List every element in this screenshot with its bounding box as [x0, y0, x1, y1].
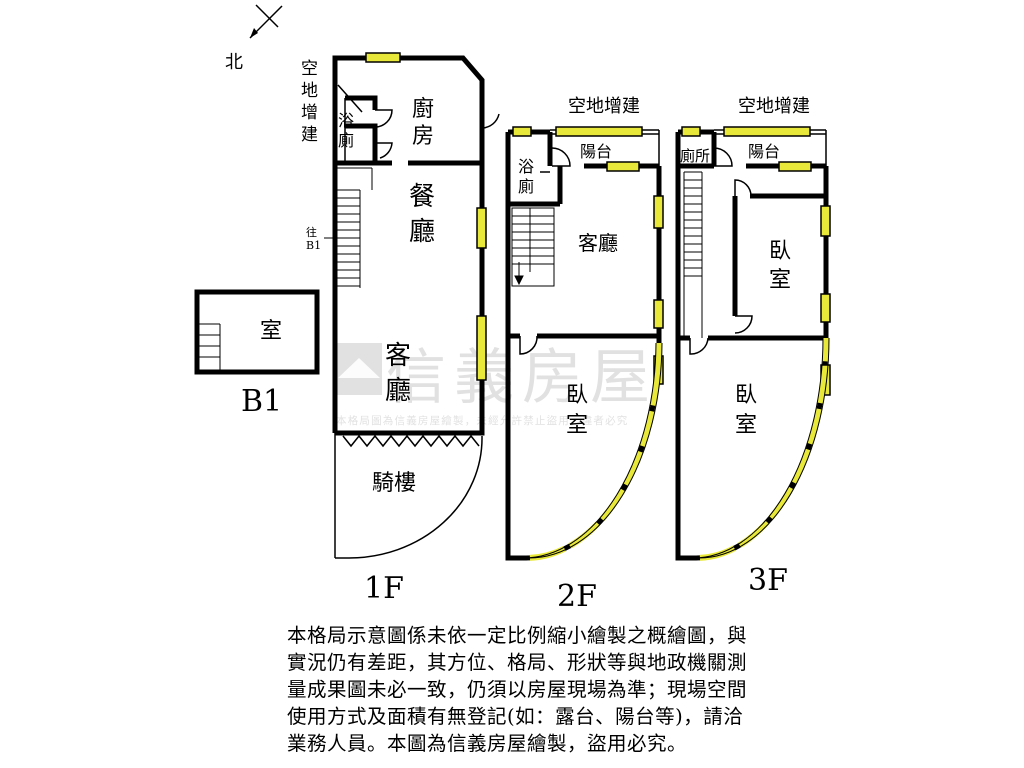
f1-to-b1-char-1: 往 [306, 225, 317, 239]
f3-bedroom-upper-char-1: 臥 [769, 239, 791, 264]
disclaimer-line: 使用方式及面積有無登記(如：露台、陽台等)，請洽 [287, 705, 744, 728]
f2-bedroom-char-1: 臥 [566, 383, 588, 408]
f1-to-b1-char-2: B1 [306, 239, 321, 252]
f3-toilet-label: 廁所 [680, 147, 710, 165]
f1-floor [324, 52, 500, 559]
f3-floor [675, 126, 831, 561]
f2-living-label: 客廳 [578, 231, 618, 255]
watermark-brand: 信義房屋 [386, 343, 658, 413]
f1-dining-char-2: 廳 [409, 217, 435, 247]
f3-bedroom-lower-char-2: 室 [735, 413, 757, 438]
f2-floor [505, 126, 664, 561]
disclaimer-text: 本格局示意圖係未依一定比例縮小繪製之概繪圖，與 實況仍有差距，其方位、格局、形狀… [287, 622, 827, 757]
f2-bath-char-2: 廁 [518, 177, 534, 196]
f1-bath-char-2: 廁 [338, 131, 354, 150]
f1-kitchen-char-2: 房 [412, 124, 434, 149]
b1-caption: B1 [241, 384, 282, 419]
watermark-logo-icon [336, 343, 382, 395]
north-label: 北 [225, 52, 243, 73]
f1-living-char-1: 客 [385, 341, 411, 371]
f3-bedroom-lower-char-1: 臥 [735, 383, 757, 408]
f2-bedroom-char-2: 室 [566, 413, 588, 438]
f3-bedroom-upper-char-2: 室 [769, 268, 791, 293]
f1-vacant-extension-char-4: 建 [301, 125, 318, 145]
disclaimer-line: 量成果圖未必一致，仍須以房屋現場為準；現場空間 [287, 678, 748, 701]
north-compass-icon [249, 4, 283, 39]
f3-vacant-extension-label: 空地增建 [738, 96, 810, 117]
f2-vacant-extension-label: 空地增建 [568, 96, 640, 117]
b1-stairs [199, 323, 221, 370]
f2-balcony-label: 陽台 [580, 142, 612, 161]
f1-arcade-label: 騎樓 [372, 471, 416, 496]
f1-living-char-2: 廳 [385, 376, 411, 406]
b1-floor [194, 289, 320, 375]
disclaimer-line: 實況仍有差距，其方位、格局、形狀等與地政機關測 [287, 651, 748, 674]
b1-room-label: 室 [260, 319, 282, 344]
f1-vacant-extension-char-3: 增 [301, 103, 318, 123]
f1-vacant-extension-char-1: 空 [301, 59, 318, 79]
f1-kitchen-char-1: 廚 [412, 97, 434, 122]
f3-caption: 3F [748, 563, 788, 598]
f2-caption: 2F [557, 579, 597, 614]
f1-caption: 1F [364, 571, 404, 606]
f3-balcony-label: 陽台 [748, 142, 780, 161]
f1-dining-char-1: 餐 [409, 182, 435, 212]
disclaimer-line: 業務人員。本圖為信義房屋繪製，盜用必究。 [287, 732, 688, 755]
disclaimer-line: 本格局示意圖係未依一定比例縮小繪製之概繪圖，與 [287, 624, 748, 647]
f1-vacant-extension-char-2: 地 [301, 81, 318, 101]
f2-bath-char-1: 浴 [518, 157, 534, 176]
f1-bath-char-1: 浴 [338, 111, 354, 130]
